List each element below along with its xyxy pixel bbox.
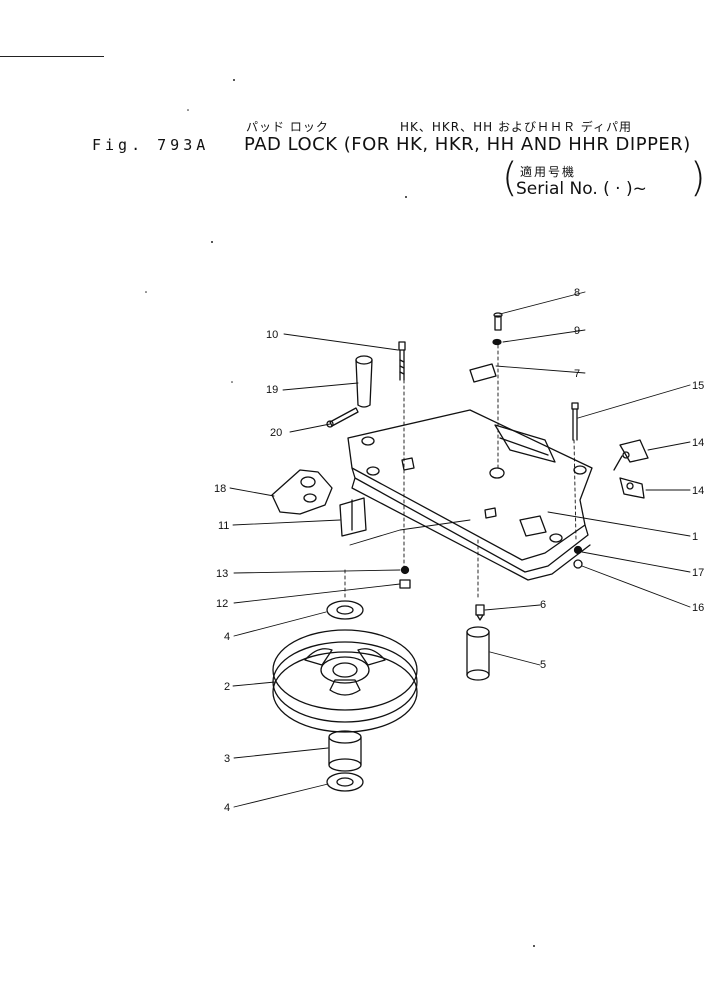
- clip-14-bottom: [619, 477, 645, 499]
- bracket-18: [271, 469, 333, 515]
- bolt-6: [475, 604, 485, 621]
- top-rule: [0, 56, 104, 57]
- lock-plate: [469, 363, 497, 383]
- collar-5: [466, 626, 490, 681]
- callout-14b: 14: [692, 485, 704, 497]
- callout-12: 12: [216, 598, 228, 610]
- pin-20: [326, 407, 359, 428]
- callout-4b: 4: [224, 802, 230, 814]
- figure-number: Fig. 793A: [92, 136, 210, 154]
- open-paren-glyph: (: [502, 155, 518, 201]
- serial-number-label: Serial No. ( · )~: [516, 179, 647, 199]
- guide-11: [339, 497, 367, 537]
- washer-4-bottom: [326, 772, 364, 792]
- callout-3: 3: [224, 753, 230, 765]
- washer-13: [400, 565, 410, 575]
- callout-6: 6: [540, 599, 546, 611]
- nut-16: [573, 559, 583, 569]
- callout-11: 11: [218, 520, 229, 532]
- callout-17: 17: [692, 567, 704, 579]
- clip-14-top: [613, 439, 649, 471]
- bolt-15: [571, 402, 579, 441]
- callout-19: 19: [266, 384, 278, 396]
- pulley-2: [272, 629, 418, 733]
- washer-17: [573, 545, 583, 555]
- callout-1: 1: [692, 531, 698, 543]
- bolt-10: [398, 341, 406, 381]
- callout-4a: 4: [224, 631, 230, 643]
- callout-7: 7: [574, 368, 580, 380]
- nut-12: [399, 579, 411, 589]
- bolt-8: [494, 315, 502, 331]
- callout-15: 15: [692, 380, 704, 392]
- jp-models-label: HK、HKR、HH およびＨＨＲ ディパ用: [400, 120, 632, 134]
- washer-4-top: [326, 600, 364, 620]
- callout-16: 16: [692, 602, 704, 614]
- close-paren-glyph: ): [690, 155, 706, 201]
- jp-pad-lock-label: パッド ロック: [246, 120, 329, 134]
- callout-13: 13: [216, 568, 228, 580]
- serial-jp-label: 適用号機: [520, 165, 577, 179]
- callout-8: 8: [574, 287, 580, 299]
- callout-5: 5: [540, 659, 546, 671]
- callout-14a: 14: [692, 437, 704, 449]
- washer-9: [492, 338, 502, 346]
- page-title: PAD LOCK (FOR HK, HKR, HH AND HHR DIPPER…: [244, 134, 691, 155]
- bushing-3: [328, 730, 362, 772]
- callout-10: 10: [266, 329, 278, 341]
- callout-9: 9: [574, 325, 580, 337]
- callout-18: 18: [214, 483, 226, 495]
- callout-20: 20: [270, 427, 282, 439]
- pin-19: [355, 355, 373, 408]
- pad-plate: [347, 409, 593, 581]
- callout-2: 2: [224, 681, 230, 693]
